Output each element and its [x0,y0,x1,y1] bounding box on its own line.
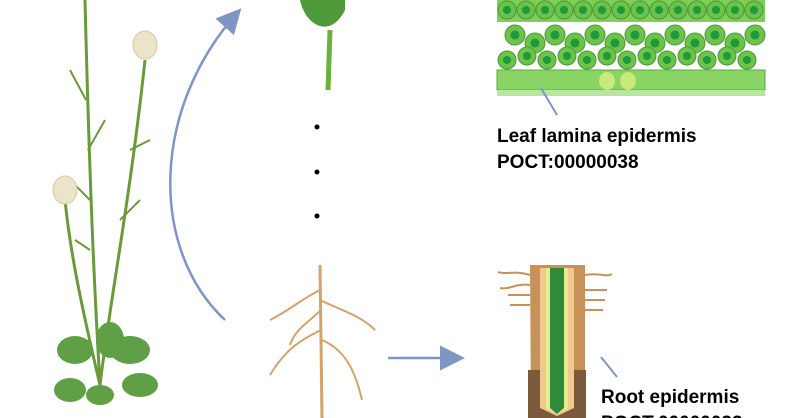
cell-nucleus [616,5,626,15]
cell-nucleus [622,55,632,65]
cell-nucleus [722,51,732,61]
cell-nucleus [597,5,607,15]
cell-nucleus [540,5,550,15]
cell-nucleus [682,51,692,61]
cell-nucleus [502,55,512,65]
rosette-leaves [54,322,158,405]
cell-nucleus [711,5,721,15]
cell-nucleus [610,38,620,48]
cell-nucleus [750,30,760,40]
cell-nucleus [550,30,560,40]
cell-nucleus [702,55,712,65]
leaf-tissue-cross-section [496,0,766,96]
cell-nucleus [650,38,660,48]
root-pointer-line [600,356,618,378]
cell-nucleus [662,55,672,65]
cell-nucleus [692,5,702,15]
root-epidermis-label: Root epidermis POCT:00000033 [601,385,743,418]
leaf-pointer-line [540,87,558,116]
root-tip-cross-section [497,265,613,418]
cell-nucleus [673,5,683,15]
cell-nucleus [522,51,532,61]
cell-nucleus [510,30,520,40]
cell-nucleus [578,5,588,15]
arrow-to-leaf [169,8,242,321]
cell-nucleus [630,30,640,40]
leaf-epidermis-label: Leaf lamina epidermis POCT:00000038 [497,124,697,176]
cell-nucleus [530,38,540,48]
cell-nucleus [582,55,592,65]
leaf-illustration [300,0,345,91]
leaf-term-id: POCT:00000038 [497,152,639,173]
cell-nucleus [502,5,512,15]
cell-nucleus [690,38,700,48]
root-term-name: Root epidermis [601,387,740,408]
cell-nucleus [635,5,645,15]
cell-nucleus [742,55,752,65]
cell-nucleus [562,51,572,61]
root-system-illustration [269,264,376,418]
cell-nucleus [521,5,531,15]
cell-nucleus [670,30,680,40]
cell-nucleus [590,30,600,40]
root-term-id: POCT:00000033 [601,411,743,418]
cell-nucleus [730,38,740,48]
cell-nucleus [570,38,580,48]
cell-nucleus [542,55,552,65]
cell-nucleus [642,51,652,61]
ellipsis-dots [314,124,320,219]
cell-nucleus [730,5,740,15]
cell-nucleus [559,5,569,15]
cell-nucleus [710,30,720,40]
cell-nucleus [749,5,759,15]
cell-nucleus [654,5,664,15]
cell-nucleus [602,51,612,61]
leaf-term-name: Leaf lamina epidermis [497,126,697,147]
